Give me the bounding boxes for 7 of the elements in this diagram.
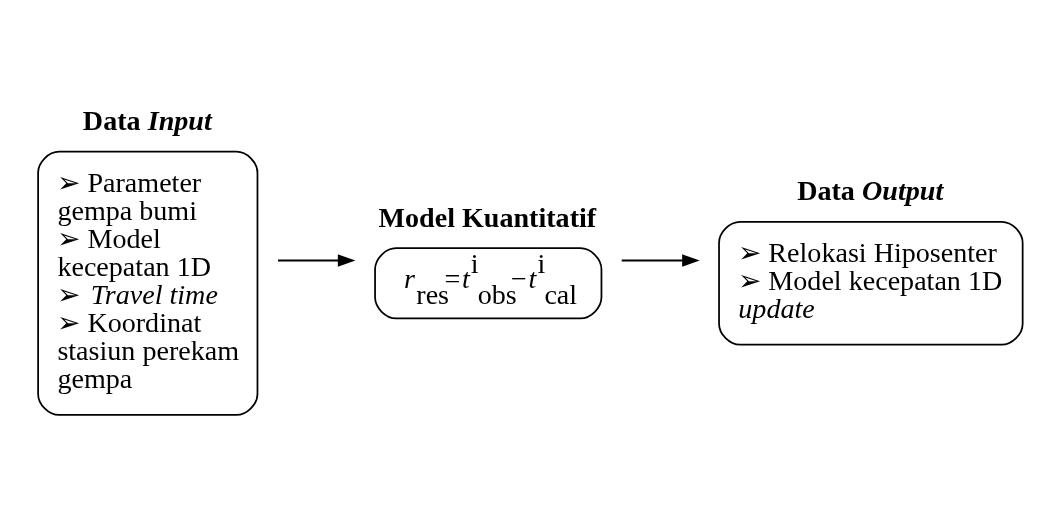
node-box: ➢ Parameter gempa bumi ➢ Model kecepatan 1D ➢ Travel time ➢ Koordinat stasiun perekam gempa — [37, 150, 259, 416]
node-label: Data Output — [797, 175, 944, 207]
node-box: ➢ Relokasi Hiposenter ➢ Model kecepatan 1D update — [718, 221, 1024, 346]
arrow — [277, 254, 356, 267]
node-label: Model Kuantitatif — [378, 201, 597, 233]
arrow — [620, 254, 700, 267]
node-label: Data Input — [82, 105, 212, 137]
